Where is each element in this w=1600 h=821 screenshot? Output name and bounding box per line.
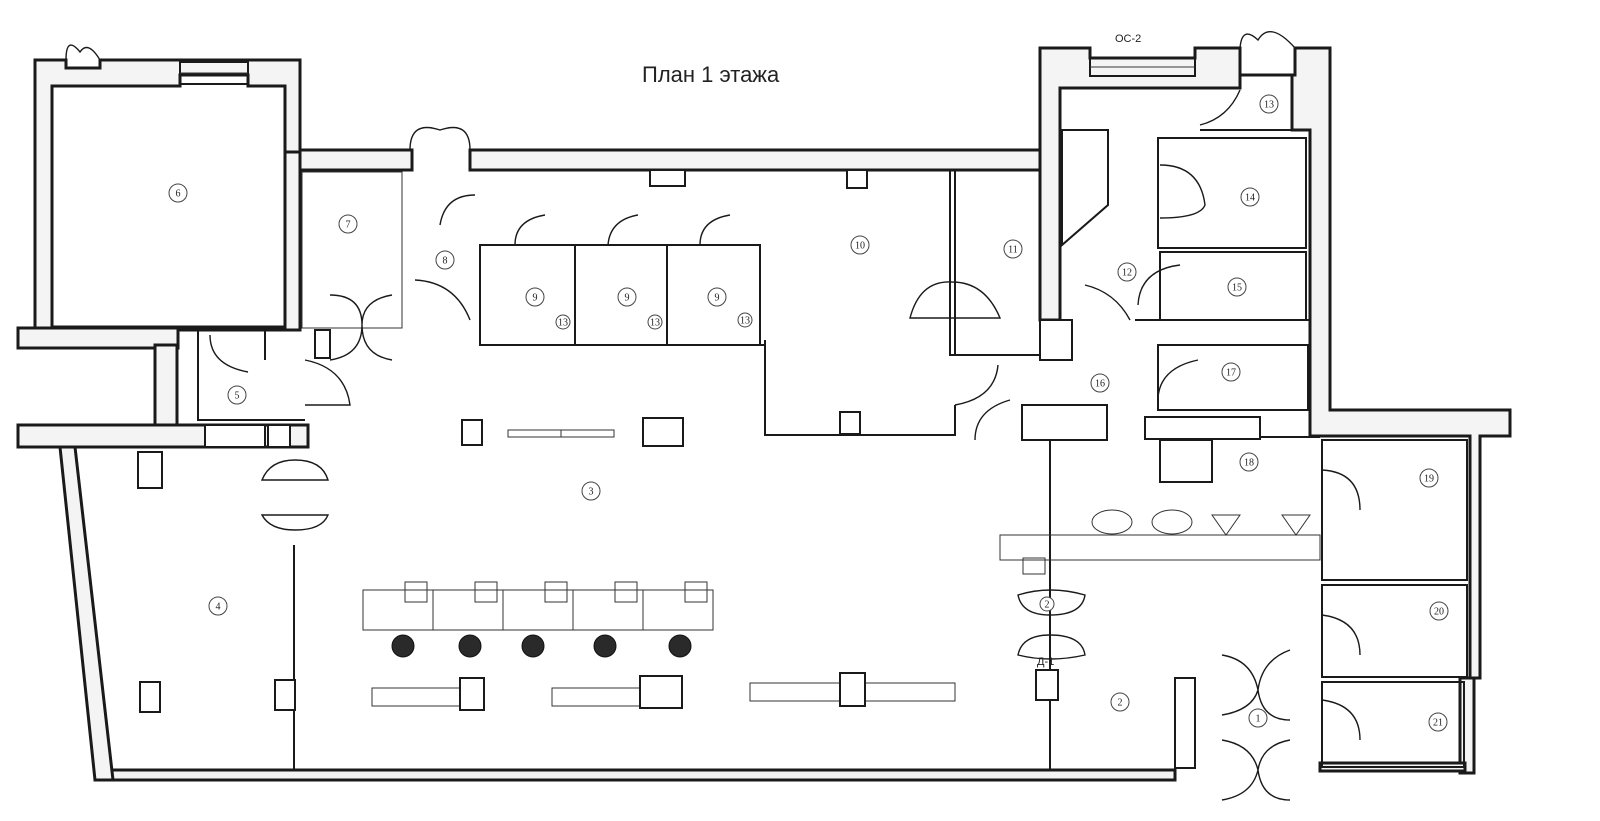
svg-text:2: 2 [1118,697,1123,708]
furniture [362,509,1321,711]
room-12: 12 [1117,262,1137,282]
svg-text:9: 9 [625,292,630,303]
room-2: 2 [1110,692,1130,712]
svg-text:1: 1 [1256,713,1261,724]
room-10: 10 [850,235,870,255]
svg-text:10: 10 [855,240,865,251]
room-17: 17 [1221,362,1241,382]
room-4: 4 [208,596,228,616]
svg-text:7: 7 [346,219,351,230]
svg-text:18: 18 [1244,457,1254,468]
svg-text:9: 9 [715,292,720,303]
svg-text:6: 6 [176,188,181,199]
room-20: 20 [1429,601,1449,621]
svg-text:3: 3 [589,486,594,497]
room-14: 14 [1240,187,1260,207]
room-13: 13 [1259,94,1279,114]
room-5: 5 [227,385,247,405]
toilet-mark-1: 13 [555,314,571,330]
svg-text:16: 16 [1095,378,1105,389]
svg-text:9: 9 [533,292,538,303]
door-label-d1: Д-1 [1037,656,1054,668]
svg-text:13: 13 [558,317,568,328]
room-18: 18 [1239,452,1259,472]
window-label-oc2: ОС-2 [1115,33,1141,45]
svg-text:13: 13 [1264,99,1274,110]
room-8: 8 [435,250,455,270]
room-15: 15 [1227,277,1247,297]
doors [65,31,1361,801]
svg-text:20: 20 [1434,606,1444,617]
partitions [137,129,1468,770]
room-9b: 9 [617,287,637,307]
svg-text:5: 5 [235,390,240,401]
room-markers: 1 2 3 4 5 6 7 8 9 9 9 10 11 12 13 14 15 … [168,94,1449,732]
svg-text:14: 14 [1245,192,1255,203]
room-21: 21 [1428,712,1448,732]
svg-text:13: 13 [740,315,750,326]
svg-text:4: 4 [216,601,221,612]
room-6: 6 [168,183,188,203]
door-num-circle [1039,596,1055,612]
room-16: 16 [1090,373,1110,393]
svg-text:19: 19 [1424,473,1434,484]
svg-text:8: 8 [443,255,448,266]
room-7: 7 [338,214,358,234]
svg-text:17: 17 [1226,367,1236,378]
room-3: 3 [581,481,601,501]
toilet-mark-2: 13 [647,314,663,330]
room-9c: 9 [707,287,727,307]
door-num: 2 [1045,599,1050,610]
plan-title: План 1 этажа [642,62,780,87]
room-9a: 9 [525,287,545,307]
svg-text:15: 15 [1232,282,1242,293]
room-11: 11 [1003,239,1023,259]
svg-text:12: 12 [1122,267,1132,278]
room-19: 19 [1419,468,1439,488]
svg-text:13: 13 [650,317,660,328]
room-1: 1 [1248,708,1268,728]
toilet-mark-3: 13 [737,312,753,328]
walls [16,46,1512,782]
svg-text:11: 11 [1008,244,1018,255]
svg-text:21: 21 [1433,717,1443,728]
